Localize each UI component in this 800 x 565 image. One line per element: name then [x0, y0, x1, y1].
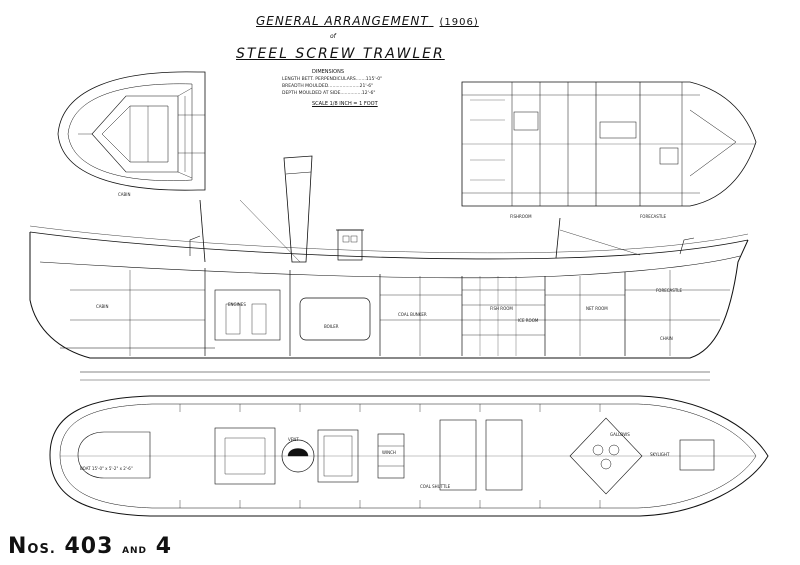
profile-view: [29, 155, 749, 381]
deck-label: COAL SHUTTLE: [420, 484, 451, 489]
profile-label: NET ROOM: [586, 306, 608, 311]
deck-label: WINCH: [382, 450, 396, 455]
title-year: (1906): [439, 17, 479, 28]
drawing-number-and: AND: [122, 546, 148, 556]
deck-label: SKYLIGHT: [650, 452, 670, 457]
dimension-row: BREADTH MOULDED......................21'…: [282, 84, 374, 89]
title-of: of: [330, 33, 336, 40]
forecastle-plan-view: [461, 81, 757, 207]
profile-label: COAL BUNKER: [398, 312, 427, 317]
scale-note: SCALE 1/8 INCH = 1 FOOT: [312, 101, 378, 107]
cabin-plan-view: [57, 71, 206, 191]
drawing-number: NOS. 403 AND 4: [8, 534, 172, 559]
dimensions-heading: DIMENSIONS: [312, 69, 345, 75]
drawing-number-os: OS.: [27, 542, 56, 557]
title-steel-screw-trawler: STEEL SCREW TRAWLER: [236, 46, 445, 62]
fishroom-plan-label: FISHROOM: [510, 214, 532, 219]
forecastle-plan-label: FORECASTLE: [640, 214, 667, 219]
dimension-row: DEPTH MOULDED AT SIDE...............12'-…: [282, 91, 376, 96]
deck-label: GALLOWS: [610, 432, 630, 437]
deck-label: BOAT 15'-0" x 5'-2" x 2'-6": [80, 466, 133, 471]
dimension-row: LENGTH BETT. PERPENDICULARS.......115'-0…: [282, 77, 383, 82]
profile-label: FORECASTLE: [656, 288, 683, 293]
profile-label: CHAIN: [660, 336, 673, 341]
profile-label: BOILER: [324, 324, 339, 329]
title-line1: GENERAL ARRANGEMENT: [256, 14, 429, 28]
drawing-number-prefix: N: [8, 534, 28, 559]
profile-label: FISH ROOM: [490, 306, 513, 311]
profile-label: ICE ROOM: [518, 318, 539, 323]
deck-label: VENT: [288, 437, 299, 442]
title-general-arrangement: GENERAL ARRANGEMENT (1906): [256, 14, 479, 28]
profile-label: ENGINES: [228, 302, 246, 307]
cabin-plan-label: CABIN: [118, 192, 131, 197]
profile-label: CABIN: [96, 304, 109, 309]
drawing-number-second: 4: [155, 534, 173, 559]
drawing-number-first: 403: [64, 534, 114, 559]
deck-plan-view: [49, 395, 769, 517]
